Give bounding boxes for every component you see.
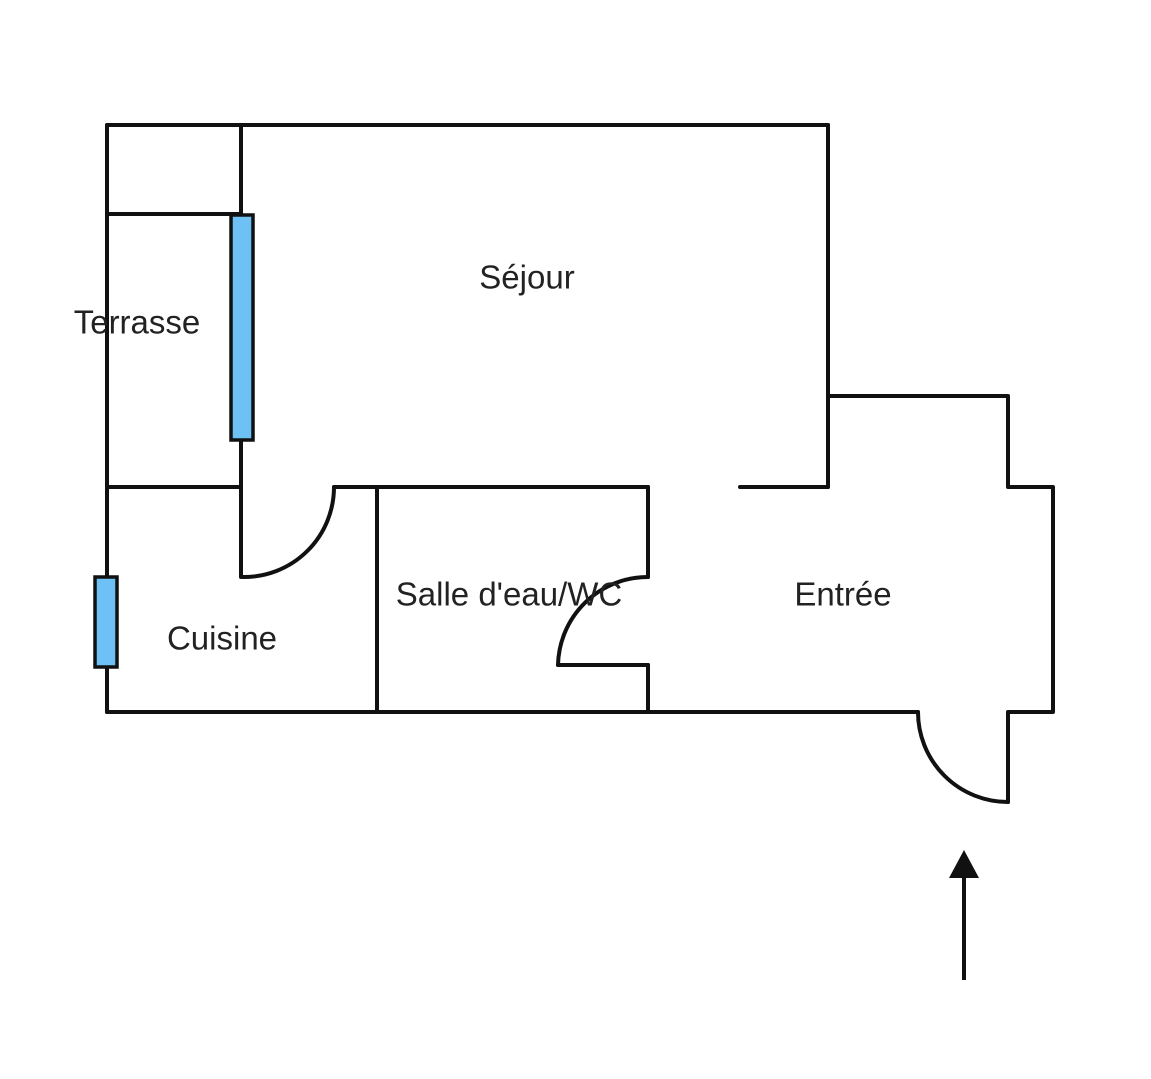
wall-entree [826, 394, 1055, 804]
walls [105, 123, 1055, 804]
room-label-sejour: Séjour [479, 259, 574, 296]
doors [241, 485, 1010, 804]
entrance-arrow-icon [949, 850, 979, 980]
door-salle-arc [556, 575, 650, 667]
windows [93, 213, 255, 669]
room-labels: Séjour Terrasse Salle d'eau/WC Entrée Cu… [74, 259, 892, 657]
room-label-cuisine: Cuisine [167, 620, 277, 657]
room-label-terrasse: Terrasse [74, 304, 201, 341]
door-entree-arc [916, 710, 1010, 804]
room-label-salle-eau: Salle d'eau/WC [396, 576, 622, 613]
arrow-up-icon [949, 850, 979, 878]
window-sejour-terrasse [229, 213, 255, 442]
room-label-entree: Entrée [794, 576, 891, 613]
door-cuisine-arc [241, 485, 336, 580]
window-cuisine [93, 575, 119, 669]
